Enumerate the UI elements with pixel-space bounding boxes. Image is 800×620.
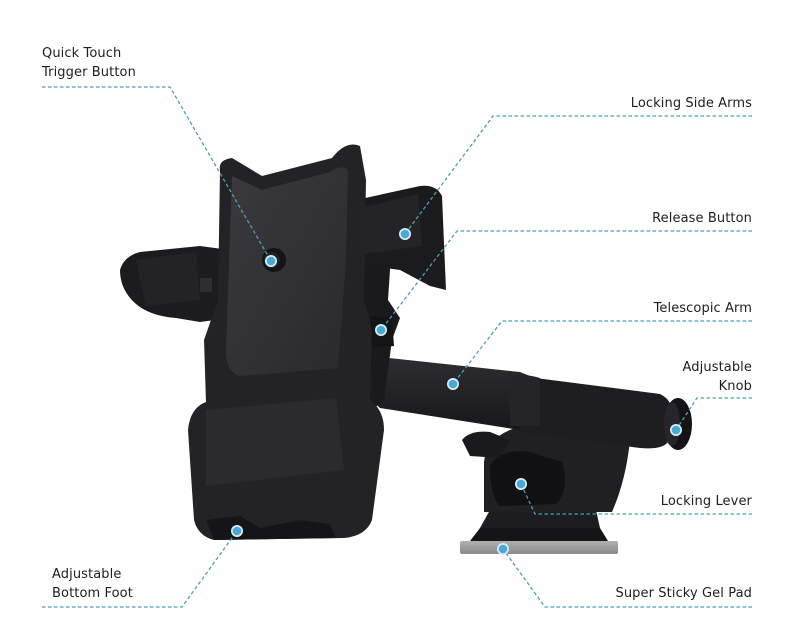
- callout-line-side-arms: [404, 115, 752, 235]
- gel-pad: [460, 541, 618, 554]
- callout-label-trigger: Quick Touch Trigger Button: [42, 44, 136, 82]
- callout-label-release-button: Release Button: [652, 209, 752, 228]
- callout-label-gel-pad: Super Sticky Gel Pad: [615, 584, 752, 603]
- callout-lines: [42, 86, 752, 608]
- telescopic-arm-part: [370, 356, 672, 449]
- phone-holder-body: [188, 144, 384, 540]
- label-line: Bottom Foot: [52, 586, 133, 601]
- label-line: Locking Side Arms: [630, 96, 752, 111]
- label-line: Adjustable: [52, 567, 122, 582]
- callout-line-locking-lever: [520, 483, 752, 515]
- label-line: Super Sticky Gel Pad: [615, 586, 752, 601]
- callout-line-trigger: [42, 86, 272, 262]
- left-side-arm: [120, 246, 230, 322]
- label-line: Locking Lever: [660, 494, 752, 509]
- callout-dot-knob: [670, 424, 682, 436]
- callout-line-telescopic-arm: [452, 320, 752, 385]
- callout-dot-release-button: [375, 324, 387, 336]
- label-line: Knob: [718, 379, 752, 394]
- suction-base: [460, 510, 618, 554]
- callout-dot-trigger: [265, 255, 277, 267]
- label-line: Telescopic Arm: [653, 301, 752, 316]
- adjustable-knob-part: [664, 398, 692, 450]
- callout-label-telescopic-arm: Telescopic Arm: [654, 299, 752, 318]
- callout-line-bottom-foot: [42, 530, 238, 608]
- label-line: Trigger Button: [42, 65, 136, 80]
- locking-lever-part: [490, 451, 565, 506]
- callout-label-knob: Adjustable Knob: [683, 358, 752, 396]
- callout-dot-bottom-foot: [231, 525, 243, 537]
- label-line: Quick Touch: [42, 46, 122, 61]
- callout-line-knob: [675, 397, 752, 431]
- callout-line-gel-pad: [502, 548, 752, 608]
- label-line: Release Button: [652, 211, 752, 226]
- callout-dot-side-arms: [399, 228, 411, 240]
- label-line: Adjustable: [682, 360, 752, 375]
- holder-face-plate: [226, 167, 348, 376]
- callout-label-locking-lever: Locking Lever: [661, 492, 752, 511]
- callout-line-release-button: [380, 230, 752, 331]
- callout-label-side-arms: Locking Side Arms: [631, 94, 752, 113]
- callout-dot-locking-lever: [515, 478, 527, 490]
- callout-dot-gel-pad: [497, 543, 509, 555]
- callout-label-bottom-foot: Adjustable Bottom Foot: [52, 565, 133, 603]
- callout-dots: [231, 228, 682, 555]
- callout-dot-telescopic-arm: [447, 378, 459, 390]
